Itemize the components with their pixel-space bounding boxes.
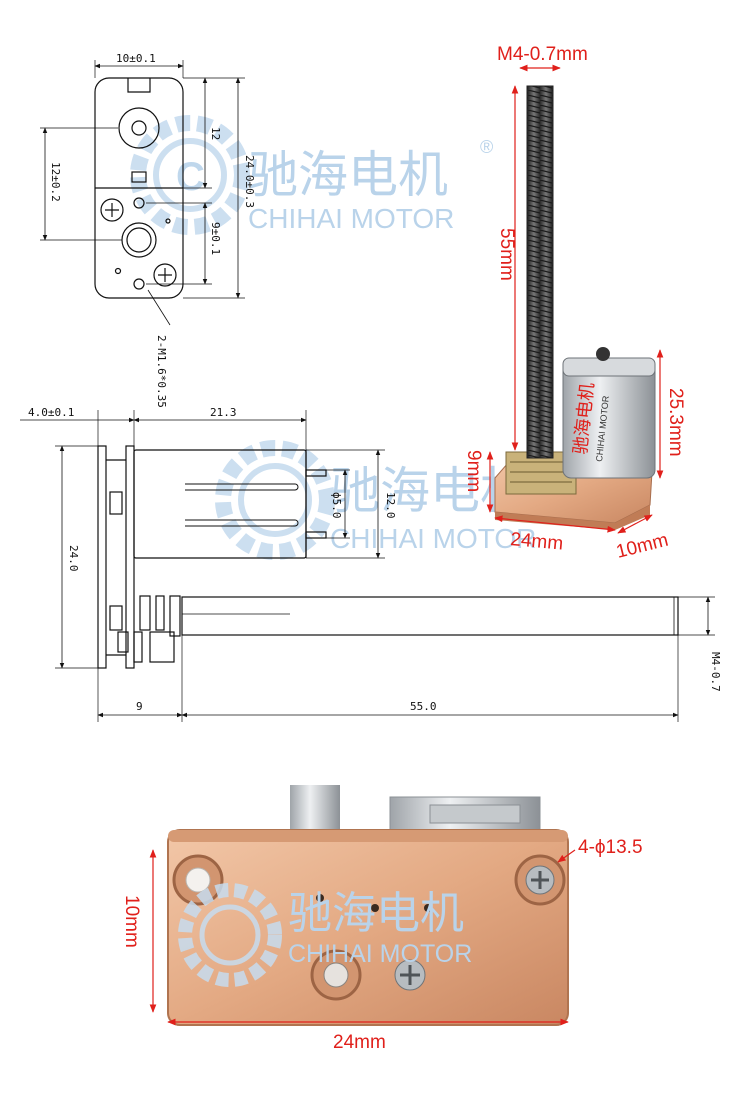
- photo-base-height-label: 10mm: [121, 895, 142, 948]
- side-thread-dim: M4-0.7: [709, 652, 722, 692]
- photo-motor-height-label: 25.3mm: [665, 388, 686, 457]
- base-plate-photo: [167, 785, 569, 1026]
- front-screw-note: 2-M1.6*0.35: [155, 335, 168, 408]
- svg-text:C: C: [176, 155, 205, 199]
- side-motor-diameter-dim: 12.0: [384, 492, 397, 519]
- side-plate-dim: 4.0±0.1: [28, 406, 74, 419]
- side-view-drawing: [20, 410, 715, 722]
- side-rod-length-dim: 55.0: [410, 700, 437, 713]
- photo-bottom-dimension-lines: [149, 849, 576, 1026]
- photo-base-width-bottom-label: 24mm: [333, 1032, 386, 1053]
- side-shaft-diameter-dim: ϕ5.0: [330, 492, 343, 519]
- front-lower-dim: 9±0.1: [209, 222, 222, 255]
- watermark-brand-cn-bottom: 驰海电机: [288, 888, 464, 939]
- photo-rod-length-label: 55mm: [496, 228, 517, 281]
- watermark-brand-en-top: CHIHAI MOTOR: [248, 203, 454, 234]
- photo-top-dimension-lines: [486, 64, 664, 534]
- side-gearbox-length-dim: 9: [136, 700, 143, 713]
- watermark-logo-middle: [215, 440, 335, 560]
- watermark-logo-bottom: [178, 883, 282, 987]
- front-view-drawing: [40, 60, 245, 326]
- photo-thread-label: M4-0.7mm: [497, 44, 588, 65]
- front-pitch-dim: 12±0.2: [49, 162, 62, 202]
- side-height-dim: 24.0: [67, 545, 80, 572]
- motor-photo-top: [494, 85, 656, 530]
- watermark-logo-top: C: [130, 115, 250, 235]
- front-height-dim: 24.0±0.3: [243, 155, 256, 208]
- photo-gear-height-label: 9mm: [463, 450, 484, 492]
- watermark-brand-cn-top: 驰海电机: [248, 146, 448, 204]
- watermark-brand-en-middle: CHIHAI MOTOR: [330, 523, 536, 554]
- front-width-dim: 10±0.1: [116, 52, 156, 65]
- photo-base-length-label: 24mm: [510, 529, 564, 555]
- watermark-registered-mark: ®: [480, 137, 493, 157]
- watermark-brand-en-bottom: CHIHAI MOTOR: [288, 940, 472, 968]
- front-upper-gap-dim: 12: [209, 127, 222, 140]
- side-motor-length-dim: 21.3: [210, 406, 237, 419]
- photo-base-width-label: 10mm: [614, 530, 670, 563]
- photo-holes-label: 4-ϕ13.5: [578, 837, 643, 858]
